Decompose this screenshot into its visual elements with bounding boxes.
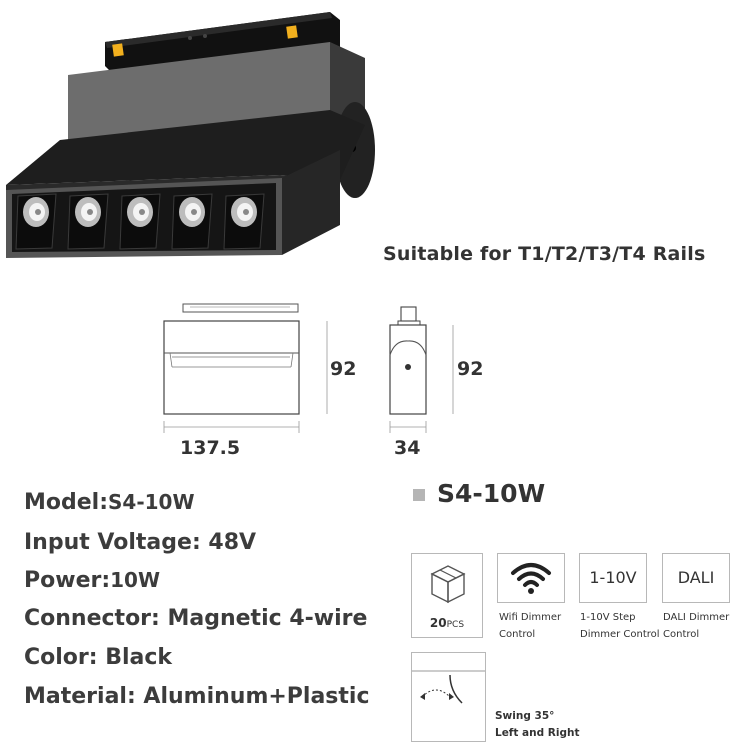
- feature-pcs-box: 20PCS: [411, 553, 483, 638]
- spec-input-voltage: Input Voltage: 48V: [24, 530, 257, 555]
- model-bullet: [413, 489, 425, 501]
- led-cell: [223, 193, 265, 250]
- pcs-label: 20PCS: [429, 616, 465, 630]
- front-height-label: 92: [330, 358, 357, 380]
- box-icon: [430, 565, 466, 604]
- swing-caption: Swing 35°Left and Right: [495, 710, 580, 739]
- feature-swing-box: [411, 652, 486, 742]
- dali-inner-label: DALI: [677, 568, 715, 587]
- side-height-label: 92: [457, 358, 484, 380]
- model-title: S4-10W: [437, 479, 546, 508]
- spec-connector: Connector: Magnetic 4-wire: [24, 606, 368, 631]
- front-dimension-drawing: [163, 303, 328, 433]
- led-cell: [15, 193, 57, 250]
- feature-wifi-box: [497, 553, 565, 603]
- feature-step-box: 1-10V: [579, 553, 647, 603]
- feature-dali-box: DALI: [662, 553, 730, 603]
- swing-icon: [412, 670, 485, 704]
- spec-power: Power:10W: [24, 568, 161, 593]
- wifi-icon: [511, 563, 551, 594]
- led-cell: [67, 193, 109, 250]
- spec-model: Model:S4-10W: [24, 490, 195, 515]
- side-width-label: 34: [394, 437, 421, 459]
- spec-color: Color: Black: [24, 645, 173, 670]
- rails-compatibility-text: Suitable for T1/T2/T3/T4 Rails: [383, 243, 706, 265]
- step-inner-label: 1-10V: [589, 568, 637, 587]
- product-image: [6, 12, 375, 258]
- led-cell: [119, 193, 161, 250]
- spec-material: Material: Aluminum+Plastic: [24, 684, 370, 709]
- led-cell: [171, 193, 213, 250]
- front-width-label: 137.5: [180, 437, 241, 459]
- side-dimension-drawing: [389, 306, 454, 433]
